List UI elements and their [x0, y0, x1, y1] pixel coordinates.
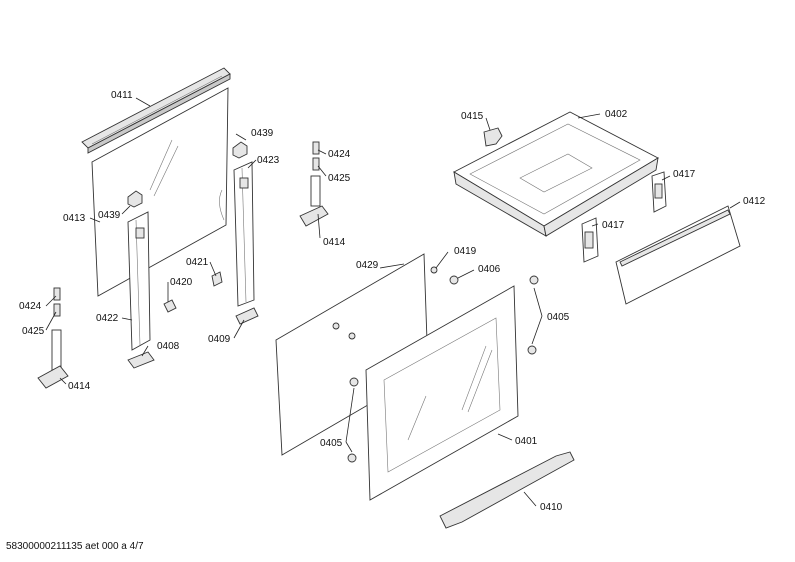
- label-0439-right: 0439: [251, 128, 274, 139]
- label-0408: 0408: [157, 341, 180, 352]
- label-0417-upper: 0417: [673, 169, 696, 180]
- part-labels: 0411 0439 0423 0424 0425 0413 0439 0414 …: [19, 90, 766, 513]
- label-0406: 0406: [478, 264, 501, 275]
- label-0425-left: 0425: [22, 326, 45, 337]
- part-top-rail: [81, 67, 231, 154]
- part-baking-tray: [453, 111, 659, 237]
- part-spacer-0406: [449, 275, 459, 285]
- label-0412: 0412: [743, 196, 766, 207]
- part-right-profile: [233, 161, 255, 307]
- label-0425-center: 0425: [328, 173, 351, 184]
- label-0439-left: 0439: [98, 210, 121, 221]
- part-spacer-0419: [430, 266, 438, 274]
- label-0420: 0420: [170, 277, 193, 288]
- part-clip-0421: [211, 271, 223, 287]
- leader-lines: [45, 97, 741, 507]
- label-0417-lower: 0417: [602, 220, 625, 231]
- label-0421: 0421: [186, 257, 209, 268]
- part-side-panel: [615, 205, 741, 305]
- part-bracket-0409: [235, 307, 259, 325]
- label-0414-center: 0414: [323, 237, 346, 248]
- part-rear-glass-panel: [91, 87, 229, 297]
- label-0422: 0422: [96, 313, 119, 324]
- part-left-profile: [127, 211, 151, 351]
- label-0401: 0401: [515, 436, 538, 447]
- part-door-outer-glass: [365, 285, 519, 501]
- label-0429: 0429: [356, 260, 379, 271]
- label-0414-left: 0414: [68, 381, 91, 392]
- part-bracket-0417-lower: [581, 217, 599, 263]
- label-0409: 0409: [208, 334, 231, 345]
- label-0405-left: 0405: [320, 438, 343, 449]
- label-0424-left: 0424: [19, 301, 42, 312]
- label-0405-right: 0405: [547, 312, 570, 323]
- part-clip-right: [232, 141, 248, 159]
- label-0411: 0411: [111, 90, 133, 101]
- part-hinge-center: [299, 141, 329, 227]
- part-bracket-0417-upper: [651, 171, 667, 213]
- label-0410: 0410: [540, 502, 563, 513]
- label-0402: 0402: [605, 109, 628, 120]
- label-0415: 0415: [461, 111, 484, 122]
- part-clip-0420: [163, 299, 177, 313]
- document-footer-code: 58300000211135 aet 000 a 4/7: [6, 541, 144, 552]
- label-0419: 0419: [454, 246, 477, 257]
- label-0413: 0413: [63, 213, 86, 224]
- part-hinge-left: [37, 287, 69, 389]
- part-door-handle: [439, 451, 575, 529]
- label-0423: 0423: [257, 155, 280, 166]
- part-spacer-0405-right: [527, 275, 539, 355]
- label-0424-center: 0424: [328, 149, 351, 160]
- part-spacer-0405-left: [347, 377, 359, 463]
- part-bracket-0408: [127, 351, 155, 369]
- part-bracket-0415: [483, 127, 503, 147]
- part-clip-left: [127, 190, 143, 208]
